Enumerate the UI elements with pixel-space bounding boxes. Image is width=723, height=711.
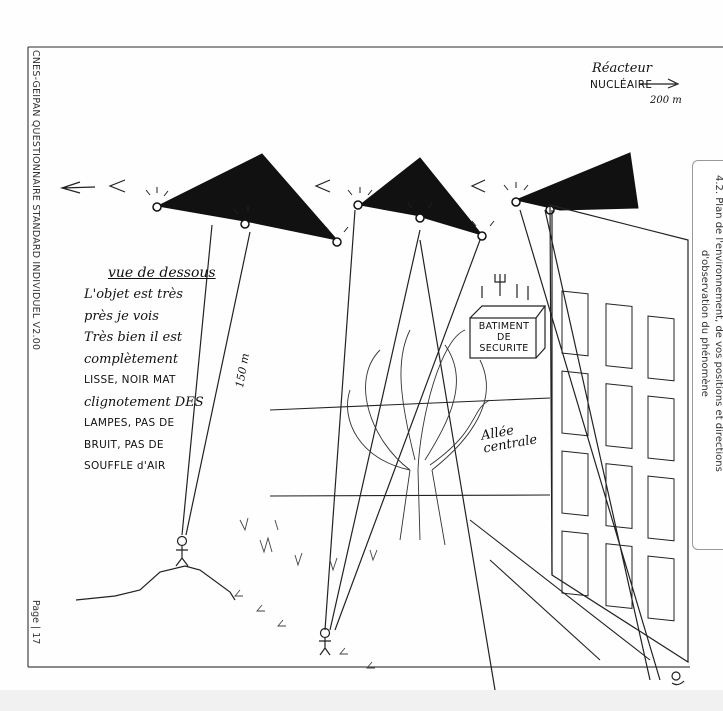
view-title: vue de dessous [108,265,216,281]
light-ray [181,224,251,536]
description-line: SOUFFLE d'AIR [84,460,166,472]
hill [75,565,236,601]
observer-figure-2 [319,627,331,656]
grass [234,517,378,669]
description-line: Très bien il est [84,330,183,345]
ufo-object-1 [152,153,342,247]
description-line: clignotement DES [84,394,204,410]
ufo-object-3 [511,152,639,215]
scan-margin [0,690,723,711]
observation-description: L'objet est très près je vois Très bien … [84,284,204,478]
description-line: LISSE, NOIR MAT [84,374,176,386]
section-tab [692,160,723,550]
ground-lines [469,519,651,661]
description-line: BRUIT, PAS DE [84,438,164,451]
direction-arrow [314,179,331,193]
building-line: BATIMENT [478,321,530,332]
observer-figure-1 [175,535,189,567]
light-glints [145,182,529,233]
questionnaire-header: CNES-GEIPAN QUESTIONNAIRE STANDARD INDIV… [30,50,41,351]
description-line: complètement [84,351,179,367]
direction-arrow [108,179,126,193]
observer-figure-3 [671,671,685,686]
scanned-page [0,0,723,690]
building-line: DE [497,332,511,343]
description-line: près je vois [84,308,159,324]
security-building-label: BATIMENT DE SECURITE [478,321,530,354]
ufo-object-2 [353,157,487,241]
section-title: 4.2. Plan de l'environnement, de vos pos… [697,175,723,472]
tree [347,329,491,546]
description-line: L'objet est très [84,287,183,302]
building-line: SECURITE [479,343,529,354]
section-title-line2: d'observation du phénomène [699,249,710,397]
reactor-arrow [640,78,680,89]
light-ray [324,209,481,631]
section-title-line1: 4.2. Plan de l'environnement, de vos pos… [713,175,723,472]
light-ray [419,209,661,691]
direction-arrow [59,181,96,194]
description-line: LAMPES, PAS DE [84,417,175,429]
direction-arrow [470,179,486,193]
reactor-label: Réacteur [592,61,653,76]
reactor-label-2: NUCLÉAIRE [590,79,653,91]
security-building-sketch [469,274,547,359]
building [549,204,689,664]
page-number: Page | 17 [30,600,41,645]
reactor-distance: 200 m [650,95,682,106]
